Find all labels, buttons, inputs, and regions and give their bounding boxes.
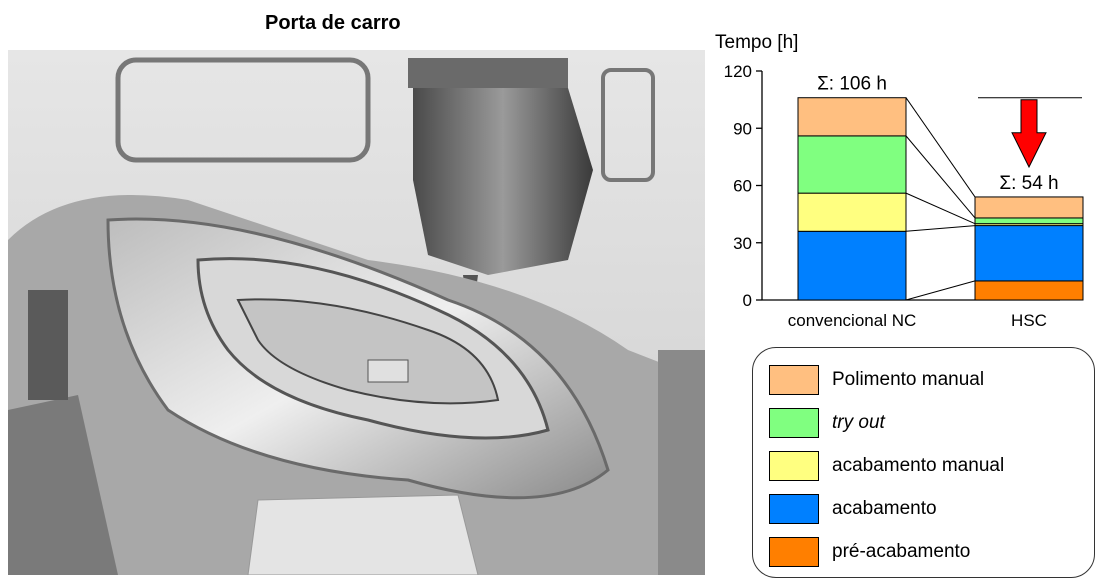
y-tick-label: 90 [733,119,752,138]
legend-label: try out [832,412,885,433]
legend-label: acabamento manual [832,455,1005,476]
bar-segment [974,196,1084,219]
y-tick-label: 120 [724,62,752,81]
bar-segment [797,135,907,194]
legend-label: Polimento manual [832,369,985,390]
reduction-arrow-icon [1011,99,1047,169]
x-tick-label: HSC [1011,311,1047,330]
legend-swatch [769,365,819,395]
total-label: Σ: 106 h [817,74,887,95]
legend-item: Polimento manual [769,365,984,395]
stacked-bar-chart: Tempo [h] 0 30 60 90 120 Σ: 106 h Σ: 54 h con… [715,32,1084,330]
bar-segment [797,192,907,232]
bar-segment [797,97,907,137]
connector-line [905,135,976,219]
legend-item: acabamento manual [769,451,1004,481]
legend-item: pré-acabamento [769,537,970,567]
connector-line [905,192,976,225]
legend-swatch [769,494,819,524]
chart-legend: Polimento manual try out acabamento manual… [752,347,1095,578]
bar-segment [974,280,1084,301]
y-tick-label: 60 [733,177,752,196]
legend-label: pré-acabamento [832,541,971,562]
y-tick-label: 30 [733,234,752,253]
bar-segment [974,225,1084,282]
x-tick-label: convencional NC [788,311,917,330]
legend-item: try out [769,408,885,438]
legend-swatch [769,408,819,438]
legend-item: acabamento [769,494,937,524]
bar-segment [974,217,1084,225]
connector-line [905,280,976,301]
connector-line [905,97,976,198]
machining-photo [8,50,705,575]
y-tick-label: 0 [743,291,752,310]
bar-segment [797,230,907,301]
legend-label: acabamento [832,498,937,519]
legend-swatch [769,451,819,481]
total-label: Σ: 54 h [999,173,1058,194]
connector-line [905,225,976,232]
page-title: Porta de carro [265,12,401,34]
y-axis-label: Tempo [h] [715,32,798,53]
legend-swatch [769,537,819,567]
